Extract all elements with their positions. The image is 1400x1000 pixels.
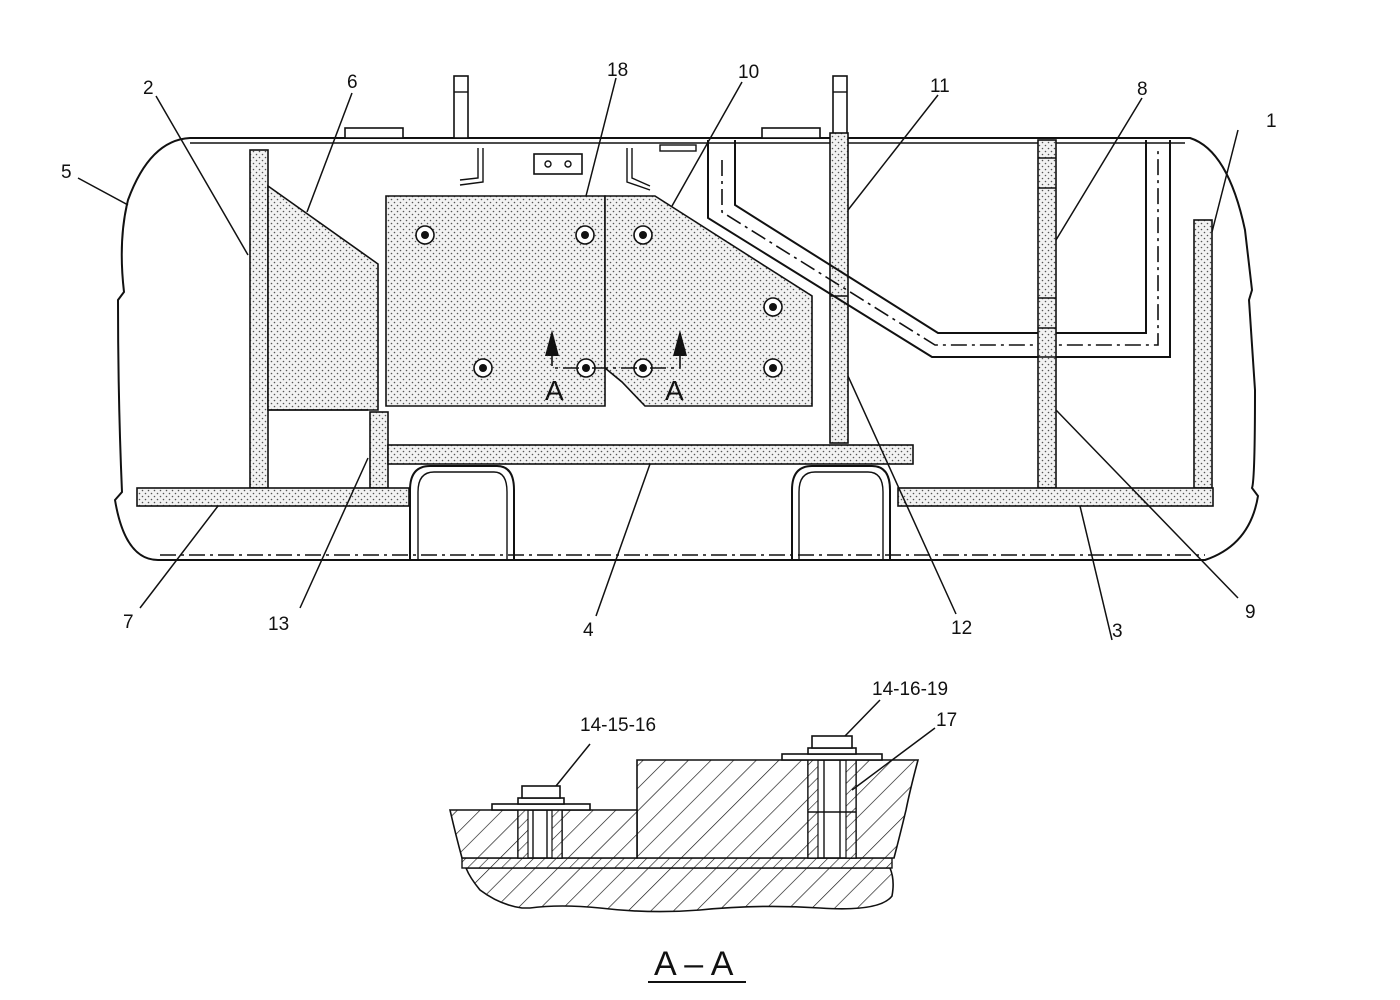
mounting-saddles bbox=[409, 465, 891, 561]
callout-7: 7 bbox=[123, 612, 134, 633]
callout-12: 12 bbox=[951, 618, 972, 639]
plate-6 bbox=[267, 184, 379, 411]
tank-outline bbox=[113, 137, 1260, 561]
section-marker-left: A bbox=[545, 375, 564, 406]
section-base-plate bbox=[464, 867, 894, 913]
top-pipe-right bbox=[832, 75, 848, 139]
callout-5: 5 bbox=[61, 162, 72, 183]
callout-14-15-16: 14-15-16 bbox=[580, 715, 656, 736]
section-upper-block bbox=[636, 759, 920, 859]
baffle-11 bbox=[829, 132, 849, 444]
callout-labels: 1 2 3 4 5 6 7 8 9 10 11 12 13 18 bbox=[61, 60, 1277, 642]
callout-11: 11 bbox=[930, 76, 950, 97]
baffle-8 bbox=[1037, 139, 1057, 489]
leader-lines bbox=[77, 77, 1239, 641]
rail-7 bbox=[136, 487, 410, 507]
top-cap-right bbox=[761, 127, 821, 139]
callout-2: 2 bbox=[143, 78, 154, 99]
callout-6: 6 bbox=[347, 72, 358, 93]
callout-8: 8 bbox=[1137, 79, 1148, 100]
section-thin-layer bbox=[461, 857, 893, 869]
section-bolt-right bbox=[781, 735, 883, 859]
callout-13: 13 bbox=[268, 614, 289, 635]
top-cap-left bbox=[344, 127, 404, 139]
top-pipe-left bbox=[453, 75, 469, 139]
tank-view: A A bbox=[61, 60, 1277, 642]
rail-4 bbox=[387, 444, 914, 465]
plate-10 bbox=[604, 195, 813, 407]
callout-3: 3 bbox=[1112, 621, 1123, 642]
callout-14-16-19: 14-16-19 bbox=[872, 679, 948, 700]
callout-10: 10 bbox=[738, 62, 759, 83]
callout-18: 18 bbox=[607, 60, 628, 81]
section-view-a-a: 14-15-16 14-16-19 17 A – A bbox=[448, 679, 957, 983]
baffle-1 bbox=[1193, 219, 1213, 489]
callout-17: 17 bbox=[936, 710, 957, 731]
baffle-2 bbox=[249, 149, 269, 489]
section-bolt-left bbox=[491, 785, 591, 859]
section-cut-line: A A bbox=[545, 330, 687, 406]
section-marker-right: A bbox=[665, 375, 684, 406]
plate-13 bbox=[369, 411, 389, 489]
callout-4: 4 bbox=[583, 620, 594, 641]
callout-1: 1 bbox=[1266, 111, 1277, 132]
sensor-block bbox=[533, 153, 583, 175]
rail-3 bbox=[897, 487, 1214, 507]
section-title: A – A bbox=[654, 945, 734, 983]
callout-9: 9 bbox=[1245, 602, 1256, 623]
suction-pipe bbox=[707, 140, 1171, 358]
